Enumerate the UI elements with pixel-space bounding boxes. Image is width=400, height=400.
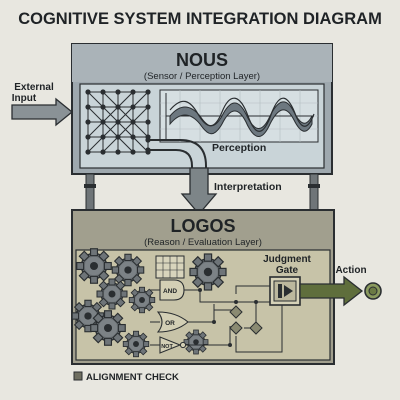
interpretation-arrow (180, 167, 218, 216)
gear-icon (96, 278, 128, 310)
perception-pipe (145, 137, 207, 189)
external-input-label-line2: Input (12, 93, 37, 104)
gear-icon (183, 329, 209, 355)
nous-title: NOUS (176, 50, 228, 70)
gear-icon (189, 253, 227, 291)
circuit-junctions (198, 288, 258, 347)
gear-icon (128, 286, 156, 314)
diagram-title: COGNITIVE SYSTEM INTEGRATION DIAGRAM (18, 10, 382, 28)
external-input-label-line1: External (14, 82, 54, 93)
logos-subtitle: (Reason / Evaluation Layer) (144, 237, 262, 248)
sensor-lattice (87, 91, 149, 153)
or-gate-label: OR (165, 320, 175, 327)
judgment-gate-label-line2: Gate (276, 265, 299, 276)
or-gate (156, 311, 189, 333)
and-gate-label: AND (163, 288, 177, 295)
judgment-gate-label-line1: Judgment (263, 254, 311, 265)
logos-title: LOGOS (170, 216, 235, 236)
action-output-node (364, 282, 382, 300)
waveform-display (159, 89, 319, 143)
not-gate-label: NOT (161, 344, 173, 350)
gear-icon (122, 330, 150, 358)
alignment-check-square (73, 371, 83, 381)
gear-icon (76, 248, 112, 284)
gear-icon (90, 310, 126, 346)
gear-icon (111, 253, 145, 287)
action-arrow (299, 275, 364, 307)
nous-subtitle: (Sensor / Perception Layer) (144, 71, 260, 82)
waveform-band (169, 101, 313, 137)
interpretation-label: Interpretation (214, 181, 282, 193)
circuit-diamonds (229, 305, 263, 335)
alignment-check-label: ALIGNMENT CHECK (86, 372, 179, 383)
perception-label: Perception (212, 142, 266, 154)
judgment-gate (269, 276, 301, 306)
waveform-line (169, 97, 315, 132)
data-matrix (155, 255, 185, 279)
action-label: Action (335, 265, 366, 276)
external-input-arrow (11, 97, 74, 127)
